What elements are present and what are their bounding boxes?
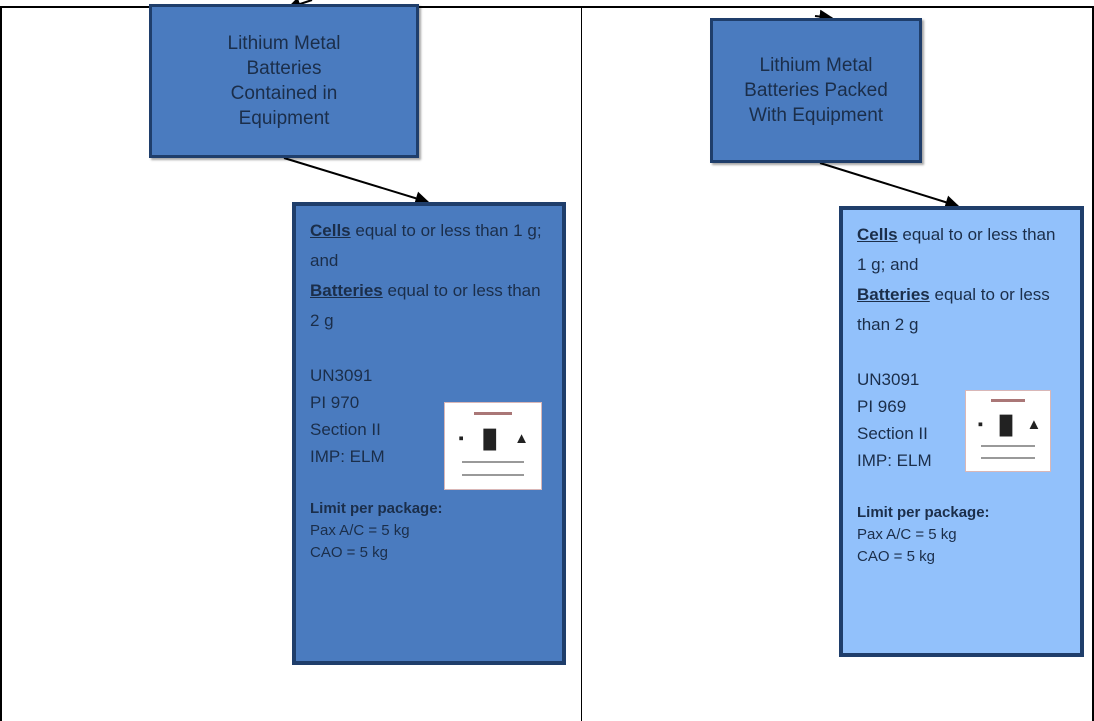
left-title-box: Lithium Metal Batteries Contained in Equ… xyxy=(149,4,419,158)
battery-pack-icon: █ xyxy=(483,428,497,449)
title-line: Batteries xyxy=(246,58,322,79)
packing-instruction: PI 969 xyxy=(857,397,907,416)
limits-heading: Limit per package: xyxy=(857,504,990,521)
un-number: UN3091 xyxy=(857,370,920,389)
batteries-text: equal to or less than 2 g xyxy=(857,285,1050,334)
un-number: UN3091 xyxy=(310,366,373,385)
batteries-keyword: Batteries xyxy=(857,285,930,304)
title-line: Batteries Packed xyxy=(744,80,888,101)
cells-keyword: Cells xyxy=(310,221,351,240)
right-info-box: Cells equal to or less than 1 g; and Bat… xyxy=(839,206,1084,657)
limit-pax: Pax A/C = 5 kg xyxy=(857,526,957,543)
battery-label-image: ▪ █ ▲ xyxy=(965,390,1051,472)
batteries-keyword: Batteries xyxy=(310,281,383,300)
title-line: Contained in xyxy=(230,83,338,104)
left-column: Lithium Metal Batteries Contained in Equ… xyxy=(2,0,581,721)
size-rule: Cells equal to or less than 1 g; and Bat… xyxy=(310,216,548,336)
package-limits: Limit per package: Pax A/C = 5 kg CAO = … xyxy=(857,502,1066,568)
right-title-box: Lithium Metal Batteries Packed With Equi… xyxy=(710,18,922,163)
flame-icon: ▲ xyxy=(514,429,529,447)
title-line: Lithium Metal xyxy=(227,33,341,54)
flame-icon: ▲ xyxy=(1026,415,1042,433)
packing-instruction: PI 970 xyxy=(310,393,360,412)
cells-text: equal to or less than 1 g; and xyxy=(857,225,1056,274)
cells-text: equal to or less than 1 g; and xyxy=(310,221,542,270)
limits-heading: Limit per package: xyxy=(310,500,443,517)
limit-pax: Pax A/C = 5 kg xyxy=(310,522,410,539)
limit-cao: CAO = 5 kg xyxy=(310,544,388,561)
table-right-border xyxy=(1092,6,1094,721)
size-rule: Cells equal to or less than 1 g; and Bat… xyxy=(857,220,1066,340)
title-line: Equipment xyxy=(238,108,330,129)
title-line: With Equipment xyxy=(748,105,884,126)
table-column-divider xyxy=(581,6,582,721)
package-limits: Limit per package: Pax A/C = 5 kg CAO = … xyxy=(310,498,548,564)
imp-code: IMP: ELM xyxy=(857,451,932,470)
code-list: UN3091 PI 970 Section II IMP: ELM ▪ █ ▲ xyxy=(310,362,548,490)
batteries-text: equal to or less than 2 g xyxy=(310,281,541,330)
section: Section II xyxy=(857,424,928,443)
cells-keyword: Cells xyxy=(857,225,898,244)
section: Section II xyxy=(310,420,381,439)
table-left-border xyxy=(0,6,2,721)
imp-code: IMP: ELM xyxy=(310,447,385,466)
limit-cao: CAO = 5 kg xyxy=(857,548,935,565)
battery-pack-icon: █ xyxy=(999,414,1013,435)
table-top-border xyxy=(0,6,1094,8)
battery-icon: ▪ xyxy=(458,429,464,447)
battery-icon: ▪ xyxy=(977,415,984,433)
right-column: Lithium Metal Batteries Packed With Equi… xyxy=(582,0,1092,721)
title-line: Lithium Metal xyxy=(759,55,873,76)
left-info-box: Cells equal to or less than 1 g; and Bat… xyxy=(292,202,566,665)
code-list: UN3091 PI 969 Section II IMP: ELM ▪ █ ▲ xyxy=(857,366,1066,474)
battery-label-image: ▪ █ ▲ xyxy=(444,402,542,490)
